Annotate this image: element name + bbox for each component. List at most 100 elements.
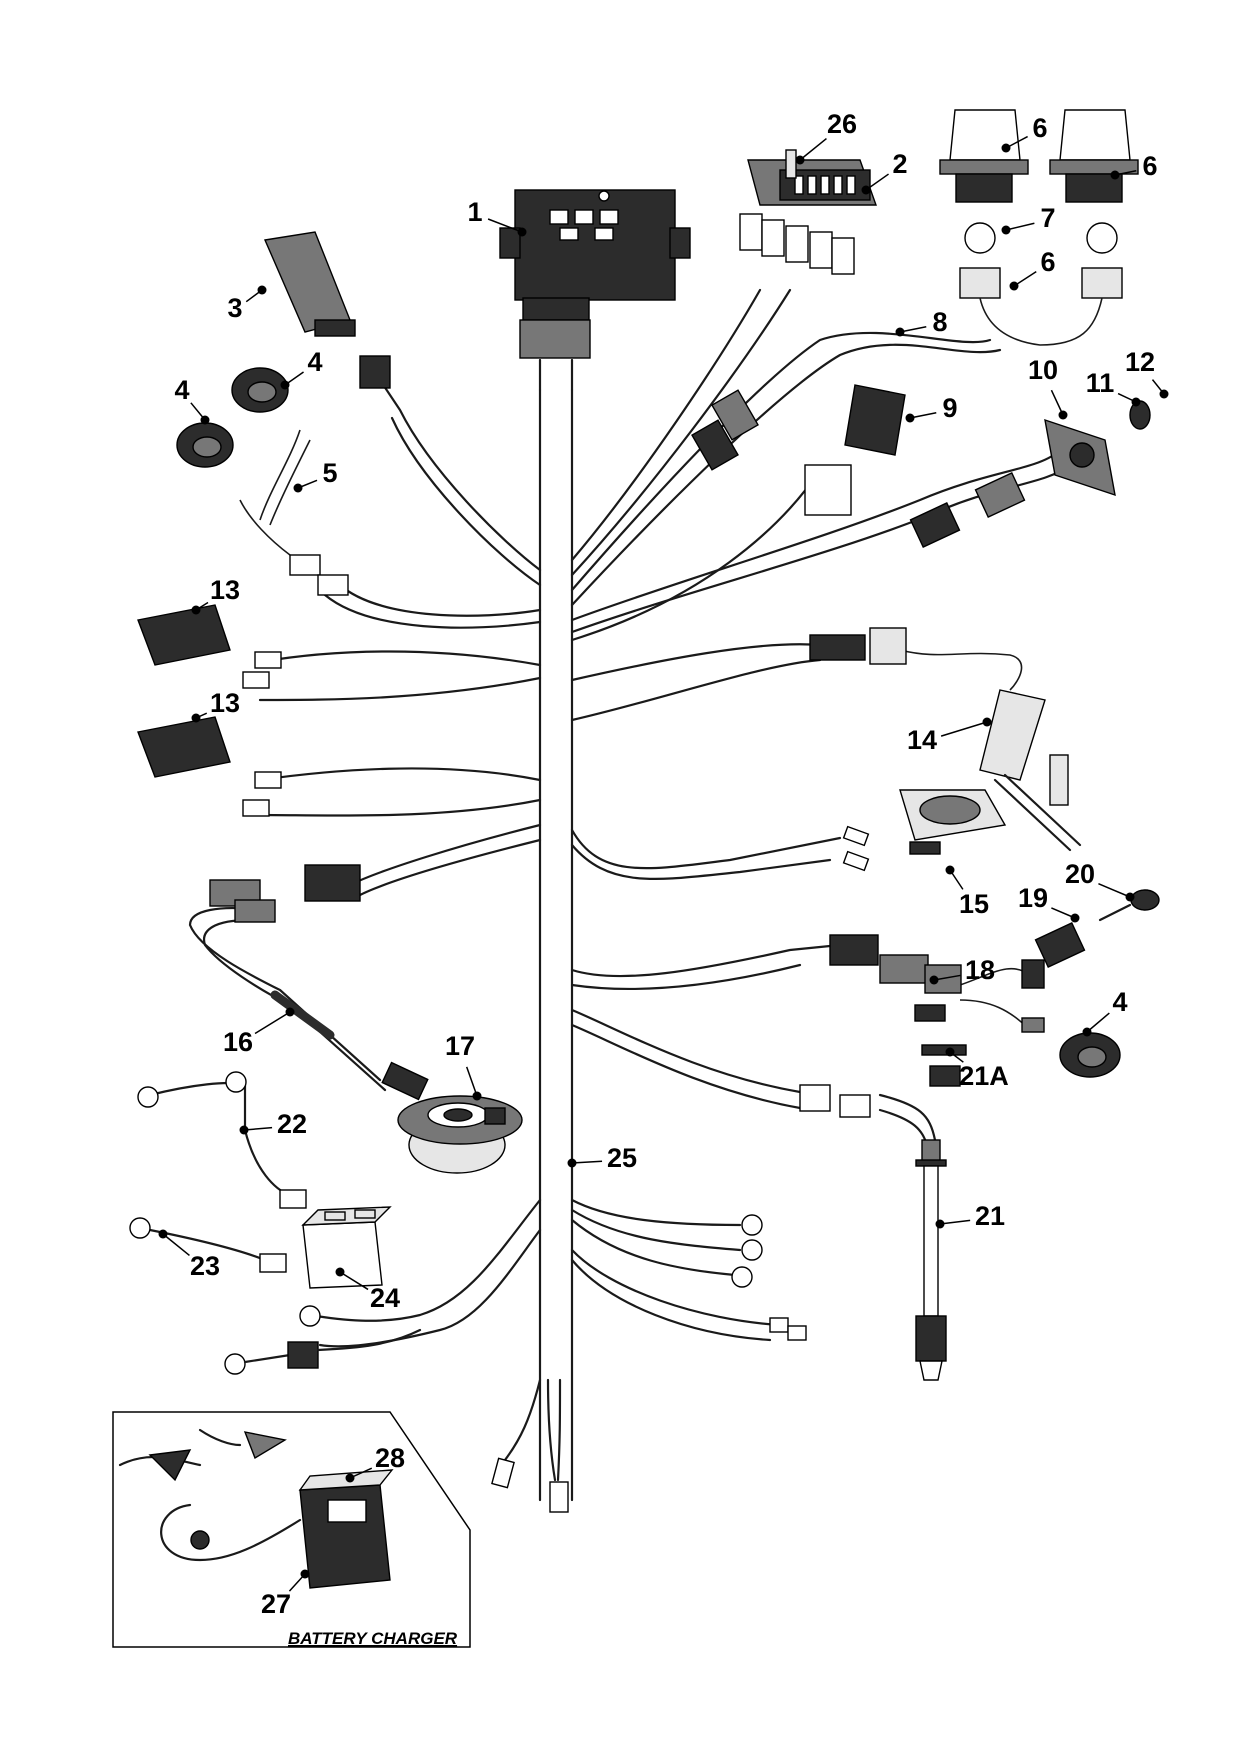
leader-dot [1001,225,1011,235]
leader-dot [345,1473,355,1483]
leader-line [465,1066,478,1097]
leader-dot [191,713,201,723]
leader-line [940,721,988,737]
callout-8: 8 [895,307,948,337]
leader-line [1086,1012,1110,1033]
callout-number: 3 [227,293,242,323]
linear-actuator [809,627,1082,852]
callout-number: 19 [1018,883,1048,913]
callout-number: 13 [210,575,240,605]
leader-dot [158,1229,168,1239]
callout-number: 7 [1040,203,1055,233]
callout-number: 2 [892,149,907,179]
callout-number: 26 [827,109,857,139]
leader-dot [929,975,939,985]
leader-dot [945,1047,955,1057]
callout-number: 4 [307,347,322,377]
callout-number: 10 [1028,355,1058,385]
callout-number: 14 [907,725,937,755]
thermal-switch-15 [842,789,1007,872]
callout-1: 1 [467,197,527,237]
callout-number: 21 [975,1201,1005,1231]
callout-number: 12 [1125,347,1155,377]
callout-number: 18 [965,955,995,985]
leader-dot [1058,410,1068,420]
trunk-end-connectors [491,1457,569,1513]
leader-dot [795,155,805,165]
leader-dot [517,227,527,237]
callout-number: 6 [1142,151,1157,181]
callout-number: 28 [375,1443,405,1473]
lamp-housing-left [939,109,1029,203]
grommet-right [1059,1032,1121,1078]
battery-charger-inset [112,1411,471,1648]
leader-dot [200,415,210,425]
leader-dot [239,1125,249,1135]
leader-dot [300,1569,310,1579]
callout-number: 20 [1065,859,1095,889]
leader-dot [1070,913,1080,923]
callout-15: 15 [945,865,989,919]
callout-number: 6 [1040,247,1055,277]
leader-line [254,1011,291,1035]
callout-number: 4 [1112,987,1127,1017]
callout-number: 22 [277,1109,307,1139]
callout-number: 17 [445,1031,475,1061]
callout-24: 24 [335,1267,400,1313]
connector-18 [829,934,1045,1033]
leader-line [1098,883,1131,898]
key-switch-10 [1044,400,1151,497]
callout-number: 5 [322,458,337,488]
callout-28: 28 [345,1443,405,1483]
inset-caption: BATTERY CHARGER [288,1629,458,1648]
sensor-probe-21 [799,1084,947,1381]
leader-line [1005,222,1035,231]
leader-dot [895,327,905,337]
battery-24 [301,1206,392,1289]
leader-dot [335,1267,345,1277]
clutch-harness-16 [209,864,429,1101]
ignition-switch-19 [1021,922,1086,989]
leader-dot [1082,1027,1092,1037]
callout-number: 6 [1032,113,1047,143]
callout-number: 13 [210,688,240,718]
leader-dot [280,380,290,390]
callout-number: 15 [959,889,989,919]
bulb-holders [959,222,1123,346]
leader-line [339,1271,369,1291]
callout-16: 16 [223,1007,295,1057]
leader-line [487,218,523,233]
main-harness-trunk [538,388,574,1502]
leader-line [799,138,827,161]
ring-terminals-25 [731,1214,807,1341]
callout-6b: 6 [1110,151,1158,181]
leader-line [939,1219,971,1225]
leader-dot [1159,389,1169,399]
grommet-lower [176,422,234,468]
leader-dot [905,413,915,423]
leader-dot [945,865,955,875]
leader-dot [982,717,992,727]
callout-number: 25 [607,1143,637,1173]
leader-dot [472,1091,482,1101]
callout-11: 11 [1086,368,1141,407]
callout-number: 16 [223,1027,253,1057]
leader-dot [191,605,201,615]
callout-12: 12 [1125,347,1169,399]
connector-pair-upper [691,389,759,471]
leader-dot [1131,397,1141,407]
wire-loom-terminals [239,429,349,596]
leader-dot [861,185,871,195]
leader-dot [257,285,267,295]
callout-4a: 4 [280,347,323,390]
lamp-housing-right [1049,109,1139,203]
harness-branches [188,288,1072,1482]
callout-4b: 4 [174,375,210,425]
leader-line [1050,389,1064,416]
callout-6a: 6 [1001,113,1048,153]
callout-number: 21A [959,1061,1009,1091]
relay-module [263,231,391,389]
battery-display [739,149,877,275]
